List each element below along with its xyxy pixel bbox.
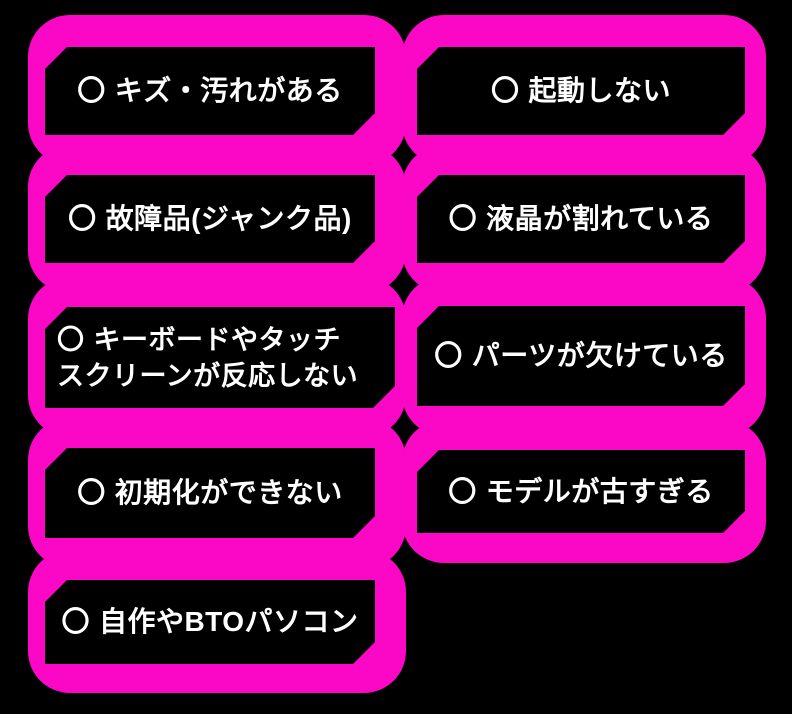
highlight-blob: 〇キズ・汚れがある [28, 15, 406, 165]
condition-tag-label: キズ・汚れがある [114, 75, 343, 107]
highlight-blob: 〇自作やBTOパソコン [28, 550, 406, 693]
condition-tag-text: 〇キーボードやタッチ スクリーンが反応しない [57, 322, 358, 394]
highlight-blob: 〇キーボードやタッチ スクリーンが反応しない [28, 277, 406, 437]
highlight-blob: 〇モデルが古すぎる [402, 420, 766, 563]
circle-marker-icon: 〇 [448, 203, 478, 235]
condition-tag: 〇液晶が割れている [417, 175, 745, 263]
circle-marker-icon: 〇 [448, 475, 477, 507]
condition-tag: 〇モデルが古すぎる [417, 450, 745, 533]
highlight-blob: 〇パーツが欠けている [402, 276, 766, 436]
highlight-blob: 〇初期化ができない [28, 418, 406, 568]
circle-marker-icon: 〇 [77, 75, 106, 107]
circle-marker-icon: 〇 [57, 324, 85, 355]
condition-tag-text: 〇パーツが欠けている [434, 339, 727, 373]
condition-tag: 〇自作やBTOパソコン [45, 580, 375, 664]
condition-tag-text: 〇故障品(ジャンク品) [68, 202, 352, 236]
condition-tag: 〇キーボードやタッチ スクリーンが反応しない [45, 307, 395, 408]
circle-marker-icon: 〇 [61, 606, 90, 638]
condition-tag: 〇キズ・汚れがある [45, 47, 375, 135]
condition-tag-text: 〇液晶が割れている [449, 202, 714, 236]
condition-tag-text: 〇起動しない [491, 74, 671, 108]
condition-tag-label: 故障品(ジャンク品) [105, 203, 352, 235]
circle-marker-icon: 〇 [490, 75, 520, 107]
circle-marker-icon: 〇 [434, 340, 463, 372]
condition-tag-text: 〇自作やBTOパソコン [61, 605, 358, 639]
circle-marker-icon: 〇 [77, 477, 106, 509]
condition-tag: 〇起動しない [417, 47, 745, 135]
condition-tag-text: 〇キズ・汚れがある [77, 74, 343, 108]
condition-tag-text: 〇初期化ができない [77, 476, 343, 510]
condition-tag-label: 初期化ができない [114, 477, 343, 509]
condition-tag-label: パーツが欠けている [471, 340, 728, 372]
condition-tag: 〇パーツが欠けている [417, 306, 745, 406]
condition-tag: 〇初期化ができない [45, 448, 375, 538]
highlight-blob: 〇起動しない [402, 15, 766, 165]
highlight-blob: 〇液晶が割れている [402, 145, 766, 293]
condition-tag-label: 自作やBTOパソコン [98, 606, 359, 638]
circle-marker-icon: 〇 [68, 203, 97, 235]
condition-tag-label: キーボードやタッチ スクリーンが反応しない [57, 324, 359, 391]
condition-tag-label: 起動しない [528, 75, 672, 107]
condition-tag-label: 液晶が割れている [486, 203, 714, 235]
condition-tag: 〇故障品(ジャンク品) [45, 175, 375, 263]
condition-tag-text: 〇モデルが古すぎる [448, 475, 714, 509]
highlight-blob: 〇故障品(ジャンク品) [28, 145, 406, 293]
condition-tag-label: モデルが古すぎる [485, 475, 714, 507]
